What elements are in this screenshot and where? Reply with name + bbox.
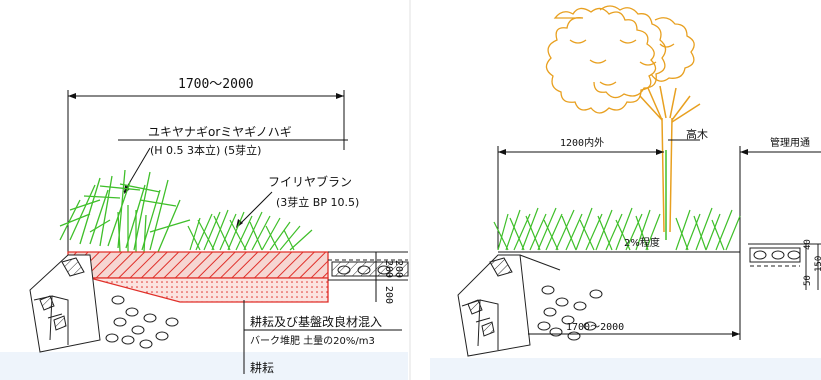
right-ground-cover-grass (493, 207, 741, 251)
right-section-drawing: 高木 1200内外 管理用通 2%程度 (430, 5, 821, 380)
plant2-spec: (3芽立 BP 10.5) (276, 195, 359, 209)
plant1-name: ユキヤナギorミヤギノハギ (148, 125, 292, 139)
dim-200-a: 200 (383, 260, 394, 278)
left-stone-layer (105, 295, 179, 349)
tree-canopy (545, 5, 695, 114)
left-retaining-wall (29, 254, 101, 353)
plant2-name: フイリヤブラン (268, 174, 352, 189)
note-soil-improvement: 耕耘及び基盤改良材混入 (250, 314, 382, 329)
slope-label: 2%程度 (624, 236, 660, 249)
dim-50: 50 (803, 275, 813, 286)
left-width-dimension: 1700～2000 (178, 77, 254, 92)
plant1-spec: (H 0.5 3本立) (5芽立) (150, 143, 261, 157)
bottom-width-dimension: 1700～2000 (566, 322, 624, 333)
right-retaining-wall (457, 254, 561, 357)
ground-cover-grass (187, 209, 313, 251)
dim-40: 40 (803, 239, 813, 250)
left-road-base (328, 251, 409, 281)
dim-200-b: 200 (393, 260, 404, 278)
left-section-drawing: 1700～2000 ユキヤナギorミヤギノハギ (H 0.5 3本立) (5芽立… (0, 77, 409, 380)
improved-soil-layer (67, 251, 329, 279)
tree-trunk (639, 85, 701, 233)
note-bark-compost: バーク堆肥 土量の20%/m3 (250, 334, 375, 347)
dim-200-c: 200 (383, 286, 394, 304)
width-1200-dimension: 1200内外 (560, 136, 604, 149)
tilled-soil-layer (89, 277, 329, 303)
dim-150: 150 (814, 256, 821, 272)
tree-label: 高木 (686, 127, 708, 141)
management-road-label: 管理用通 (770, 136, 810, 149)
note-tilling: 耕耘 (250, 360, 274, 375)
shrub-grass (59, 169, 191, 253)
right-road-base (748, 243, 821, 290)
